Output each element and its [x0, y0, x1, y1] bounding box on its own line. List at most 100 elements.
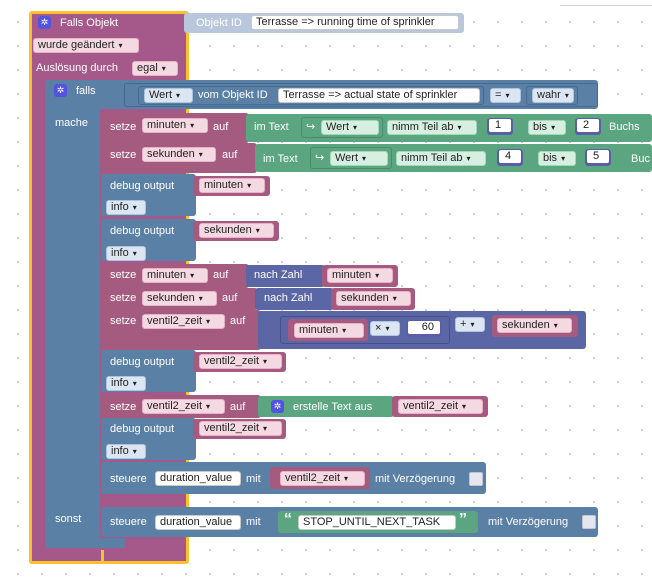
erstelle-text-aus-label: erstelle Text aus — [293, 401, 373, 413]
var-sekunden-dropdown[interactable]: sekunden▾ — [497, 318, 572, 333]
number-value[interactable]: 2 — [577, 119, 599, 132]
var-ventil2-dropdown[interactable]: ventil2_zeit▾ — [142, 399, 225, 414]
trigger-block-bottom — [29, 550, 104, 564]
var-label: sekunden — [204, 224, 252, 236]
info-dropdown[interactable]: info▾ — [106, 444, 146, 459]
operator-dropdown[interactable]: =▾ — [490, 88, 521, 103]
debug-output-label: debug output — [110, 356, 175, 368]
var-minuten-dropdown[interactable]: minuten▾ — [294, 323, 364, 338]
var-label: ventil2_zeit — [285, 472, 341, 484]
if-else-block[interactable] — [45, 80, 100, 548]
chevron-down-icon: ▾ — [132, 379, 137, 388]
var-ventil2-dropdown[interactable]: ventil2_zeit▾ — [199, 421, 282, 436]
var-ventil2-dropdown[interactable]: ventil2_zeit▾ — [142, 314, 225, 329]
var-ventil2-dropdown[interactable]: ventil2_zeit▾ — [398, 399, 483, 414]
number-block-60[interactable]: 60 — [406, 320, 442, 337]
info-dropdown[interactable]: info▾ — [106, 200, 146, 215]
duration-value-field[interactable]: duration_value — [155, 515, 241, 530]
number-value[interactable]: 5 — [587, 150, 609, 163]
condition-object-id[interactable]: Terrasse => actual state of sprinkler — [278, 88, 480, 103]
var-label: sekunden — [341, 292, 389, 304]
chevron-down-icon: ▾ — [206, 402, 211, 411]
var-ventil2-dropdown[interactable]: ventil2_zeit▾ — [199, 354, 282, 369]
gear-icon[interactable]: ✲ — [54, 84, 67, 97]
var-sekunden-dropdown[interactable]: sekunden▾ — [336, 291, 411, 306]
value-dropdown-label: wahr — [537, 89, 561, 101]
chevron-down-icon: ▾ — [263, 357, 268, 366]
var-label: sekunden — [502, 319, 550, 331]
text-join-block[interactable] — [258, 396, 394, 417]
delay-checkbox[interactable] — [469, 472, 483, 486]
var-ventil2-dropdown[interactable]: ventil2_zeit▾ — [280, 471, 365, 486]
info-label: info — [111, 445, 129, 457]
mit-verzoegerung-label: mit Verzögerung — [375, 473, 456, 485]
gear-icon[interactable]: ✲ — [38, 16, 51, 29]
auf-label: auf — [222, 292, 238, 304]
chevron-down-icon: ▾ — [255, 226, 260, 235]
bis-dropdown[interactable]: bis▾ — [538, 151, 576, 166]
sonst-label: sonst — [55, 513, 82, 525]
bis-label: bis — [533, 121, 548, 133]
close-quote-icon: ” — [459, 511, 467, 528]
nimm-teil-ab-dropdown[interactable]: nimm Teil ab▾ — [387, 120, 477, 135]
chevron-down-icon: ▾ — [553, 321, 558, 330]
number-value[interactable]: 4 — [499, 150, 521, 163]
duration-value-field[interactable]: duration_value — [155, 471, 241, 486]
var-minuten-dropdown[interactable]: minuten▾ — [142, 268, 208, 283]
changed-dropdown[interactable]: wurde geändert▾ — [33, 38, 139, 53]
var-label: minuten — [147, 269, 187, 281]
var-label: ventil2_zeit — [204, 355, 260, 367]
wert-dropdown[interactable]: Wert▾ — [330, 151, 388, 166]
chevron-down-icon: ▾ — [247, 181, 252, 190]
info-dropdown[interactable]: info▾ — [106, 376, 146, 391]
return-arrow-icon: ↪ — [315, 152, 325, 164]
setze-label: setze — [110, 292, 137, 304]
return-arrow-icon: ↪ — [306, 121, 316, 133]
number-value[interactable]: 1 — [489, 119, 511, 132]
to-number-block[interactable] — [246, 265, 325, 287]
stop-text-field[interactable]: STOP_UNTIL_NEXT_TASK — [298, 515, 456, 530]
var-label: sekunden — [147, 148, 195, 160]
var-label: minuten — [299, 324, 339, 336]
value-dropdown[interactable]: wahr▾ — [532, 88, 574, 103]
object-id-field[interactable]: Terrasse => running time of sprinkler — [251, 15, 459, 30]
chevron-down-icon: ▾ — [505, 91, 510, 100]
egal-dropdown[interactable]: egal▾ — [132, 61, 178, 76]
chevron-down-icon: ▾ — [470, 320, 475, 329]
number-block-4[interactable]: 4 — [497, 149, 523, 166]
number-block-1[interactable]: 1 — [487, 118, 513, 135]
nimm-teil-ab-dropdown[interactable]: nimm Teil ab▾ — [396, 151, 486, 166]
var-minuten-dropdown[interactable]: minuten▾ — [199, 178, 265, 193]
var-sekunden-dropdown[interactable]: sekunden▾ — [142, 147, 216, 162]
info-dropdown[interactable]: info▾ — [106, 246, 146, 261]
chevron-down-icon: ▾ — [561, 154, 566, 163]
var-label: ventil2_zeit — [403, 400, 459, 412]
number-value[interactable]: 60 — [408, 321, 440, 334]
wert-dropdown[interactable]: Wert▾ — [321, 120, 379, 135]
number-block-5[interactable]: 5 — [585, 149, 611, 166]
egal-dropdown-label: egal — [137, 62, 158, 74]
mult-operator-dropdown[interactable]: ×▾ — [370, 321, 400, 336]
plus-operator-dropdown[interactable]: +▾ — [455, 317, 485, 332]
im-text-label: im Text — [263, 153, 298, 165]
mult-label: × — [375, 322, 382, 334]
number-block-2[interactable]: 2 — [575, 118, 601, 135]
var-label: minuten — [204, 179, 244, 191]
chevron-down-icon: ▾ — [392, 294, 397, 303]
var-minuten-dropdown[interactable]: minuten▾ — [327, 268, 393, 283]
var-sekunden-dropdown[interactable]: sekunden▾ — [142, 291, 217, 306]
var-sekunden-dropdown[interactable]: sekunden▾ — [199, 223, 274, 238]
bis-dropdown[interactable]: bis▾ — [528, 120, 566, 135]
wert-dropdown[interactable]: Wert▾ — [144, 88, 193, 103]
gear-icon[interactable]: ✲ — [271, 400, 284, 413]
chevron-down-icon: ▾ — [457, 123, 462, 132]
if-bottom — [45, 538, 125, 548]
setze-label: setze — [110, 315, 137, 327]
changed-dropdown-label: wurde geändert — [38, 39, 115, 51]
auf-label: auf — [230, 315, 246, 327]
var-minuten-dropdown[interactable]: minuten▾ — [142, 118, 208, 133]
var-label: sekunden — [147, 292, 195, 304]
to-number-block[interactable] — [255, 288, 334, 310]
nimm-teil-ab-label: nimm Teil ab — [392, 121, 454, 133]
delay-checkbox[interactable] — [582, 515, 596, 529]
